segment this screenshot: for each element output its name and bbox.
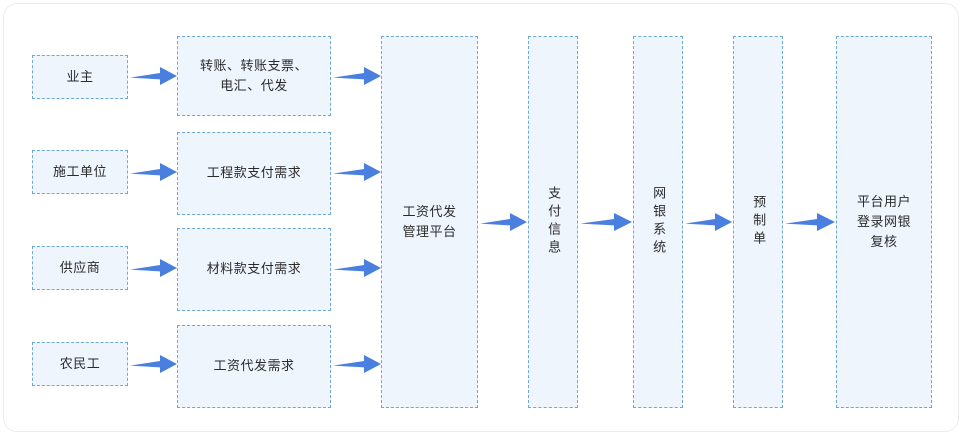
node-wangyin-xitong[interactable]: 网银系统 [633,36,683,408]
node-label: 供应商 [59,259,101,275]
node-nongmingong[interactable]: 农民工 [32,342,128,386]
node-label: 平台用户 登录网银 复核 [856,193,911,250]
arrow-gongying-to-cailiao [130,255,178,281]
node-label: 预制单 [751,195,767,249]
node-label: 工程款支付需求 [206,165,302,181]
arrow-zhifuxinxi-to-wangyin [580,209,633,235]
node-label: 材料款支付需求 [206,261,302,277]
arrow-pingtai-to-zhifuxinxi [480,209,528,235]
node-label: 网银系统 [651,186,667,258]
node-yezhu[interactable]: 业主 [32,55,128,99]
node-shigong-danwei[interactable]: 施工单位 [32,150,128,194]
node-label: 农民工 [59,355,101,371]
arrow-wangyin-to-yuzhidan [685,209,733,235]
node-label: 工资代发 管理平台 [402,203,457,239]
arrow-yuzhidan-to-fuhe [785,209,836,235]
node-pingtai-yonghu-fuhe[interactable]: 平台用户 登录网银 复核 [836,36,932,408]
node-label: 工资代发需求 [213,358,295,374]
arrow-zhuanzhang-to-pingtai [333,63,382,89]
node-yuzhi-dan[interactable]: 预制单 [733,36,783,408]
node-cailiaokuan-xuqiu[interactable]: 材料款支付需求 [177,228,331,311]
node-label: 施工单位 [52,163,107,179]
arrow-gongcheng-to-pingtai [333,159,382,185]
node-gongchengkuan-xuqiu[interactable]: 工程款支付需求 [177,132,331,215]
node-label: 业主 [66,68,94,84]
node-gongzi-daifa-xuqiu[interactable]: 工资代发需求 [177,325,331,408]
outer-frame-border [3,3,959,432]
arrow-shigong-to-gongcheng [130,159,178,185]
arrow-cailiao-to-pingtai [333,255,382,281]
node-zhuanzhang-fangshi[interactable]: 转账、转账支票、 电汇、代发 [177,36,331,116]
node-label: 支付信息 [546,186,562,258]
node-zhifu-xinxi[interactable]: 支付信息 [528,36,578,408]
arrow-nongmingong-to-gongzi [130,351,178,377]
node-gongzi-daifa-guanli-pingtai[interactable]: 工资代发 管理平台 [381,36,478,408]
arrow-gongzi-to-pingtai [333,351,382,377]
arrow-yezhu-to-zhuanzhang [130,63,178,89]
node-label: 转账、转账支票、 电汇、代发 [199,57,308,93]
node-gongying-shang[interactable]: 供应商 [32,246,128,290]
